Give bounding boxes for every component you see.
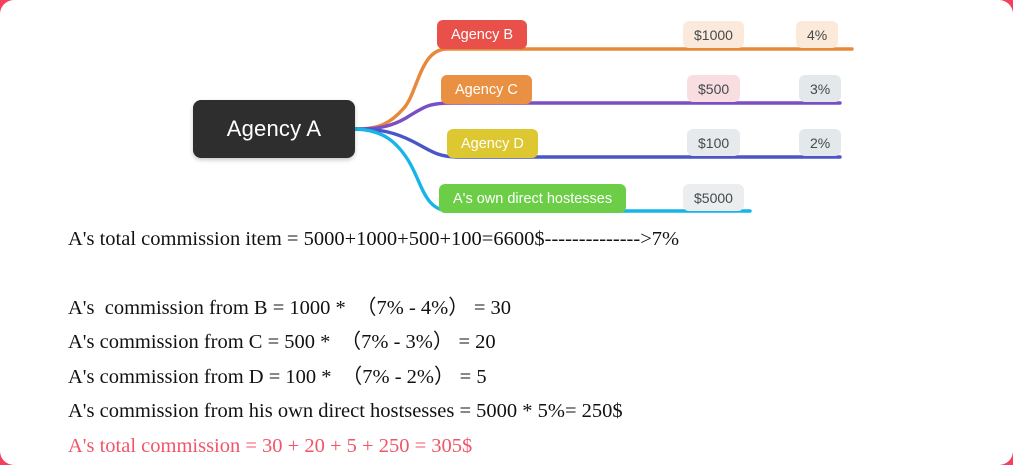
- amount-chip-agency-d-value: $100: [698, 134, 730, 151]
- amount-chip-own-direct-hostesses: $5000: [683, 184, 744, 211]
- corner-artifact-bottom-right: [999, 451, 1013, 465]
- node-agency-b[interactable]: Agency B: [437, 20, 528, 49]
- mindmap-diagram: Agency A Agency B $1000 4% Agency C $500…: [0, 0, 1013, 228]
- amount-chip-agency-c: $500: [687, 75, 741, 102]
- percent-chip-agency-b-value: 4%: [807, 26, 828, 43]
- calc-spacer: [68, 257, 968, 291]
- corner-artifact-bottom-left: [0, 451, 14, 465]
- calc-total-item-line: A's total commission item = 5000+1000+50…: [68, 228, 680, 250]
- calculation-block: A's total commission item = 5000+1000+50…: [68, 222, 968, 463]
- node-agency-d-label: Agency D: [461, 135, 524, 152]
- root-node-label: Agency A: [226, 116, 322, 141]
- calc-total-commission-line: A's total commission = 30 + 20 + 5 + 250…: [68, 434, 473, 457]
- branch-line-own-direct-hostesses: [354, 127, 752, 213]
- amount-chip-agency-d: $100: [687, 129, 741, 156]
- calc-line-agency-d: A's commission from D = 100 * （7% - 2%） …: [68, 365, 487, 388]
- branch-connectors: [354, 47, 854, 213]
- amount-chip-agency-b: $1000: [683, 21, 744, 48]
- amount-chip-own-direct-hostesses-value: $5000: [694, 189, 733, 206]
- percent-chip-agency-d-value: 2%: [810, 134, 831, 151]
- node-agency-c-label: Agency C: [455, 81, 518, 98]
- calc-line-own-direct-hostesses: A's commission from his own direct hosts…: [68, 400, 623, 422]
- percent-chip-agency-d: 2%: [799, 129, 842, 156]
- branch-line-agency-d: [354, 127, 842, 159]
- branch-line-agency-c: [354, 101, 842, 131]
- node-own-direct-hostesses-label: A's own direct hostesses: [453, 190, 613, 207]
- calc-line-agency-c: A's commission from C = 500 * （7% - 3%） …: [68, 331, 496, 353]
- amount-chip-agency-b-value: $1000: [694, 26, 733, 43]
- calc-line-agency-b: A's commission from B = 1000 * （7% - 4%）…: [68, 296, 512, 319]
- branch-line-agency-b: [354, 47, 854, 131]
- node-own-direct-hostesses[interactable]: A's own direct hostesses: [439, 184, 627, 213]
- root-node-agency-a[interactable]: Agency A: [193, 100, 355, 158]
- percent-chip-agency-c: 3%: [799, 75, 842, 102]
- node-agency-d[interactable]: Agency D: [447, 129, 538, 158]
- percent-chip-agency-b: 4%: [796, 21, 839, 48]
- node-agency-c[interactable]: Agency C: [441, 75, 532, 104]
- node-agency-b-label: Agency B: [451, 26, 514, 43]
- amount-chip-agency-c-value: $500: [698, 80, 730, 97]
- percent-chip-agency-c-value: 3%: [810, 80, 831, 97]
